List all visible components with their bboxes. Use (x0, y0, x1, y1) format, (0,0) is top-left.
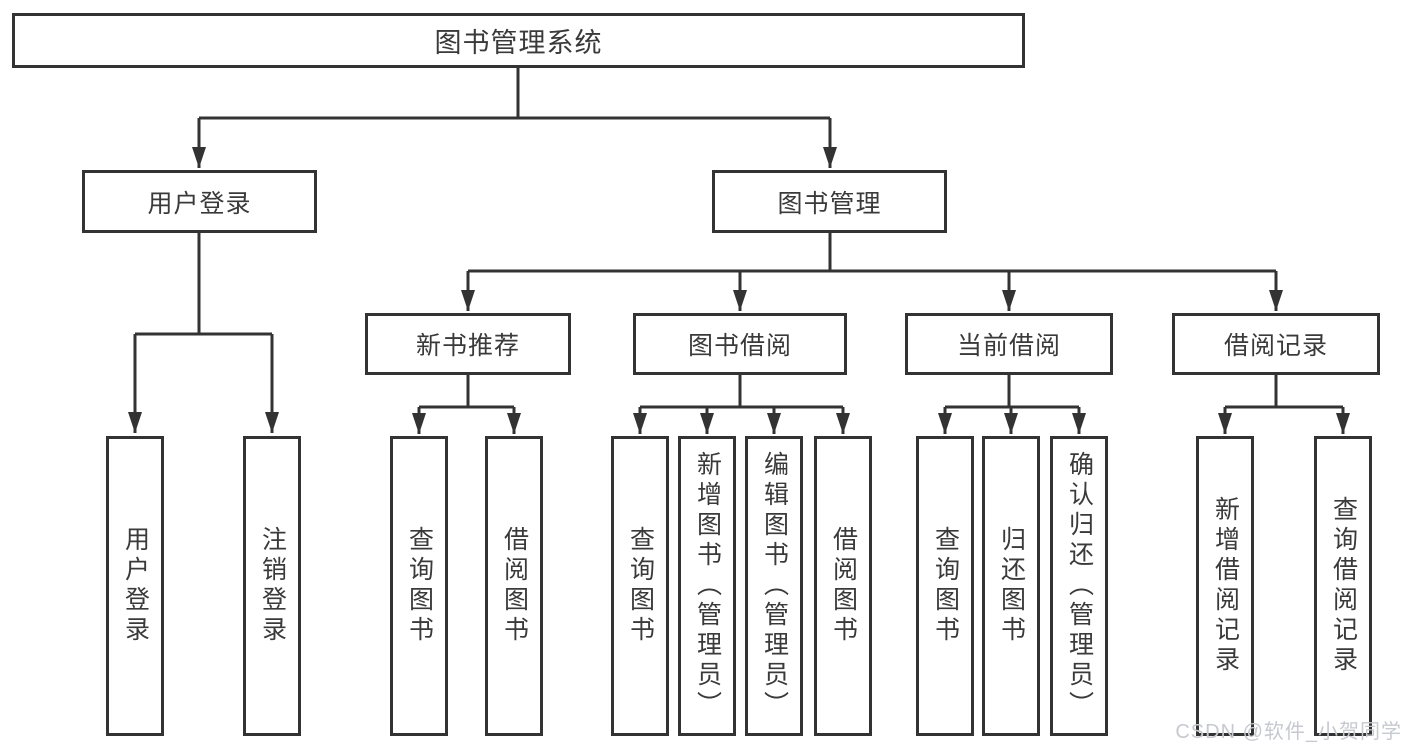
connector-group (128, 68, 1350, 434)
leaf-confirm-return-admin: 确认归还（管理员） (1050, 436, 1108, 736)
node-label: 编辑图书（管理员） (760, 451, 789, 721)
node-label: 新增图书（管理员） (693, 451, 722, 721)
node-label: 借阅记录 (1223, 332, 1328, 360)
node-book-borrowing: 图书借阅 (633, 313, 847, 375)
leaf-borrow-books-1: 借阅图书 (485, 436, 543, 736)
node-label: 图书借阅 (687, 332, 792, 360)
node-label: 图书管理系统 (434, 28, 603, 58)
leaf-logout: 注销登录 (243, 436, 301, 736)
leaf-query-books-1: 查询图书 (390, 436, 448, 736)
leaf-borrow-books-2: 借阅图书 (814, 436, 872, 736)
node-label: 当前借阅 (956, 332, 1061, 360)
leaf-query-borrow-record: 查询借阅记录 (1314, 436, 1372, 736)
node-label: 归还图书 (997, 526, 1026, 646)
csdn-watermark: CSDN @软件_小贺同学 (1175, 721, 1402, 743)
leaf-add-books-admin: 新增图书（管理员） (678, 436, 736, 736)
node-new-book-recommendation: 新书推荐 (365, 313, 571, 375)
leaf-edit-books-admin: 编辑图书（管理员） (745, 436, 803, 736)
node-label: 新增借阅记录 (1211, 496, 1240, 676)
node-label: 注销登录 (258, 526, 287, 646)
node-label: 用户登录 (121, 526, 150, 646)
node-current-borrowing: 当前借阅 (905, 313, 1113, 375)
leaf-user-login: 用户登录 (106, 436, 164, 736)
leaf-query-books-2: 查询图书 (611, 436, 669, 736)
node-label: 用户登录 (147, 189, 252, 218)
node-borrowing-records: 借阅记录 (1172, 313, 1380, 375)
node-library-management-system: 图书管理系统 (12, 13, 1025, 68)
node-label: 借阅图书 (500, 526, 529, 646)
node-label: 借阅图书 (829, 526, 858, 646)
node-book-management: 图书管理 (712, 170, 947, 233)
leaf-return-books: 归还图书 (982, 436, 1040, 736)
node-label: 查询图书 (626, 526, 655, 646)
node-user-login: 用户登录 (82, 170, 317, 233)
node-label: 新书推荐 (415, 332, 520, 360)
leaf-add-borrow-record: 新增借阅记录 (1196, 436, 1254, 736)
node-label: 查询图书 (405, 526, 434, 646)
node-label: 确认归还（管理员） (1065, 451, 1094, 721)
node-label: 图书管理 (777, 189, 882, 218)
node-label: 查询图书 (931, 526, 960, 646)
leaf-query-books-3: 查询图书 (916, 436, 974, 736)
node-label: 查询借阅记录 (1329, 496, 1358, 676)
